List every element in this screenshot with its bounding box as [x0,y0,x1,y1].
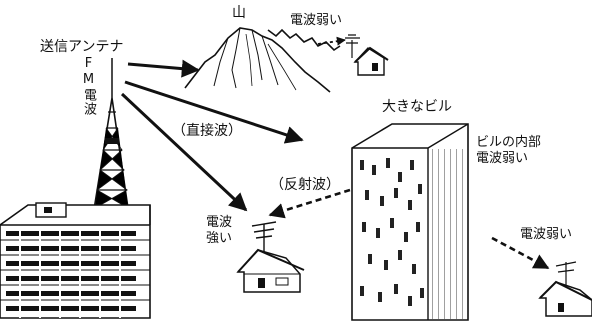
house-behind-mountain [345,34,389,76]
mountain [184,27,331,93]
weak-behind-building-label: 電波弱い [520,227,573,242]
inside-building-label: ビルの内部 電波弱い [476,136,541,165]
strong-signal-label: 電波 強い [206,216,232,245]
arrow-direct-wave-to-building [124,80,304,144]
reflected-wave-label: （反射波） [270,177,340,193]
station-building [0,202,151,319]
direct-wave-label: （直接波） [172,123,242,139]
weak-wave-to-house1 [317,36,346,46]
house-behind-building [538,261,592,317]
weak-wave-over-mountain [267,28,341,52]
mountain-label: 山 [232,5,246,21]
inside-building-line2: 電波弱い [476,151,529,166]
arrow-weak-behind-building [491,236,550,270]
big-building [351,123,469,321]
antenna-label: 送信アンテナ [40,39,124,55]
weak-behind-mountain-label: 電波弱い [290,13,343,28]
strong-line2: 強い [206,231,233,246]
arrow-direct-wave-to-house [120,92,248,212]
strong-line1: 電波 [206,215,233,230]
fm-wave-label: FM電波 [81,56,96,116]
big-building-label: 大きなビル [382,99,452,115]
transmitting-tower [91,58,131,223]
inside-building-line1: ビルの内部 [476,135,542,150]
arrow-to-mountain [127,59,200,78]
arrow-reflected-wave [268,188,351,219]
house-strong-signal [236,221,305,293]
